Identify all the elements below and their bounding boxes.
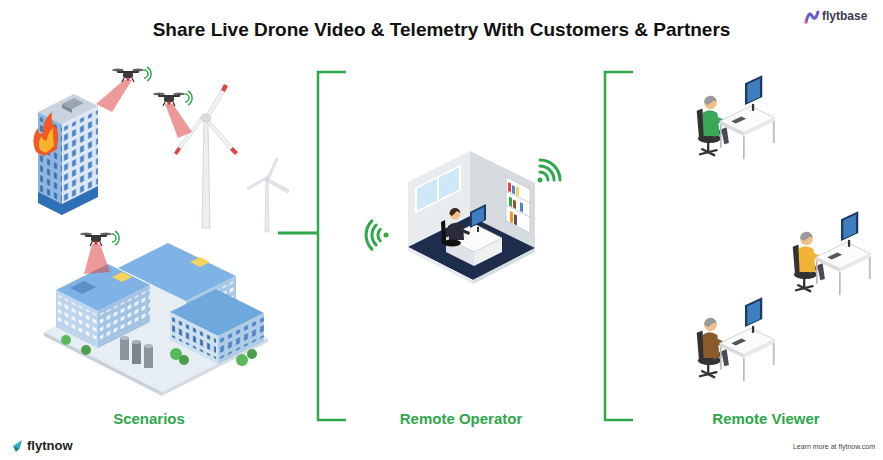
brand-icons	[13, 12, 818, 452]
connector-line	[278, 232, 318, 235]
viewer-workstations	[697, 75, 871, 381]
operator-room	[366, 151, 560, 284]
factory-complex	[44, 243, 268, 396]
footer-note: Learn more at flytnow.com	[793, 443, 875, 450]
section-group: Scenarios	[20, 60, 278, 432]
brand-logo-text: flytnow	[27, 438, 73, 453]
section-brackets	[318, 72, 633, 420]
section-group: Remote Viewer	[650, 60, 882, 432]
section-label: Remote Operator	[400, 410, 523, 427]
drones	[80, 67, 192, 274]
section-group: Remote Operator	[318, 60, 604, 432]
burning-building	[33, 94, 98, 215]
diagram-title: Share Live Drone Video & Telemetry With …	[0, 19, 883, 41]
brand-logo-text: flytbase	[822, 9, 867, 23]
section-label: Scenarios	[113, 410, 185, 427]
wind-turbines	[174, 84, 289, 232]
section-label: Remote Viewer	[712, 410, 819, 427]
